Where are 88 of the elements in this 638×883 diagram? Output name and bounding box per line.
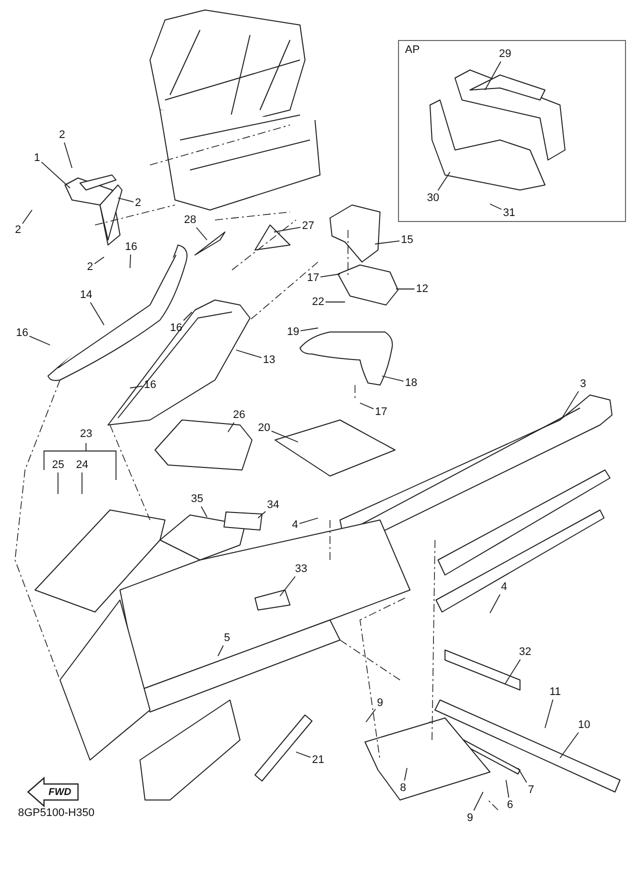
leader-line	[41, 162, 70, 188]
callout-number: 29	[499, 48, 512, 60]
callout-number: 1	[34, 152, 40, 164]
callout-number: 33	[295, 562, 308, 576]
callout-number: 16	[125, 240, 138, 254]
panel-title: AP	[405, 44, 420, 57]
leader-line	[118, 198, 134, 202]
leader-line	[274, 226, 301, 232]
leader-line	[506, 780, 510, 798]
callout-number: 20	[258, 422, 270, 434]
leader-line	[22, 210, 32, 224]
part-code: 8GP5100-H350	[18, 806, 94, 820]
callout-number: 14	[80, 288, 92, 302]
leader-line	[562, 390, 579, 418]
leader-line	[130, 254, 132, 268]
leader-line	[320, 274, 340, 278]
callout-number: 24	[76, 458, 88, 472]
callout-number: 2	[59, 128, 66, 142]
leader-line	[360, 402, 374, 410]
callout-number: 31	[503, 206, 516, 220]
leader-line	[374, 240, 400, 244]
callout-number: 2	[135, 196, 142, 210]
leader-line	[484, 61, 502, 90]
callout-number: 10	[578, 718, 590, 732]
leader-line	[200, 506, 208, 518]
callout-number: 12	[416, 282, 428, 296]
callout-number: 2	[87, 260, 94, 274]
callout-number: 19	[287, 326, 300, 338]
leader-line	[236, 350, 262, 358]
leader-line	[64, 142, 72, 168]
callout-number: 2	[15, 224, 22, 236]
leader-line	[396, 288, 415, 290]
leader-line	[300, 328, 318, 332]
callout-number: 16	[16, 326, 28, 340]
callout-number: 9	[377, 696, 384, 710]
leader-line	[296, 752, 311, 758]
callout-number: 16	[170, 322, 182, 334]
callout-number: 28	[184, 214, 196, 226]
callout-number: 25	[52, 458, 64, 472]
leader-line	[382, 376, 404, 382]
leader-line	[228, 422, 235, 432]
leader-line	[544, 699, 554, 728]
leader-line	[404, 768, 408, 781]
leader-line	[94, 256, 104, 264]
leader-line	[271, 430, 298, 442]
callout-number: 3	[580, 378, 586, 390]
callout-number: 6	[507, 798, 514, 812]
leader-line	[218, 645, 224, 656]
callout-number: 27	[302, 220, 314, 232]
leader-line	[299, 518, 318, 524]
callout-number: 15	[401, 234, 414, 246]
callout-number: 22	[312, 296, 324, 308]
callout-number: 9	[467, 812, 474, 824]
callout-number: 26	[233, 408, 246, 422]
callout-number: 7	[528, 784, 534, 796]
leader-line	[437, 172, 450, 191]
callout-number: 4	[292, 518, 298, 532]
leader-line	[280, 576, 296, 596]
callout-number: 18	[405, 376, 418, 390]
callout-number: 32	[519, 646, 532, 658]
leader-line	[90, 302, 104, 326]
callout-number: 34	[267, 498, 280, 512]
leader-line	[560, 732, 579, 758]
callout-number: 8	[400, 782, 406, 794]
leader-line	[490, 594, 500, 614]
leader-line	[366, 708, 376, 722]
callout-number: 16	[144, 378, 156, 392]
callout-number: 5	[224, 632, 230, 644]
leader-line	[504, 659, 521, 684]
callout-number: 30	[427, 192, 440, 204]
arrow-label: FWD	[48, 786, 72, 798]
leader-line	[183, 312, 192, 321]
callout-number: 13	[263, 354, 276, 366]
callout-number: 17	[375, 406, 388, 418]
callout-number: 17	[307, 272, 320, 284]
callout-number: 21	[312, 754, 324, 766]
callout-number: 23	[80, 428, 92, 440]
callout-number: 35	[191, 492, 204, 506]
leader-line	[29, 336, 50, 346]
leader-line	[490, 204, 502, 210]
leader-line	[518, 768, 528, 783]
leader-line	[473, 792, 484, 811]
leader-line	[196, 227, 208, 240]
leader-line	[258, 511, 266, 518]
callout-number: 4	[501, 580, 508, 594]
leader-line	[130, 386, 143, 388]
callout-number: 11	[550, 686, 561, 698]
inset-panel	[398, 40, 626, 222]
